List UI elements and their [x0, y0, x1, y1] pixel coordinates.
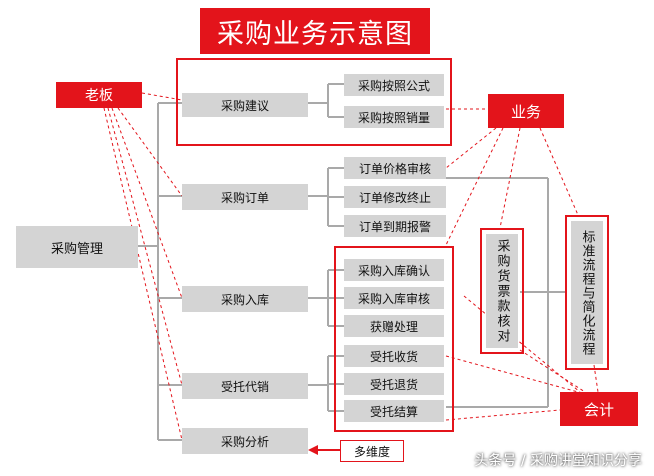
category-consign[interactable]: 受托代销	[182, 373, 308, 399]
item-inbound-gift[interactable]: 获赠处理	[344, 315, 444, 337]
item-order-price-review[interactable]: 订单价格审核	[344, 157, 446, 179]
standard-box[interactable]: 标准流程与简化流程	[571, 221, 603, 364]
root-node[interactable]: 采购管理	[16, 226, 138, 268]
multidim-box[interactable]: 多维度	[340, 440, 404, 462]
item-consign-settle[interactable]: 受托结算	[344, 400, 444, 422]
item-consign-return[interactable]: 受托退货	[344, 373, 444, 395]
reconcile-label: 采购货票款核对	[494, 238, 510, 344]
category-order[interactable]: 采购订单	[182, 184, 308, 210]
reconcile-outline	[480, 228, 524, 354]
item-order-modify-stop[interactable]: 订单修改终止	[344, 186, 446, 208]
role-boss[interactable]: 老板	[56, 82, 142, 108]
standard-label: 标准流程与简化流程	[579, 229, 595, 356]
diagram-title: 采购业务示意图	[200, 8, 430, 54]
watermark: 头条号 / 采购讲堂知识分享	[474, 453, 642, 469]
role-accounting[interactable]: 会计	[560, 392, 638, 426]
item-order-expiry-alarm[interactable]: 订单到期报警	[344, 215, 446, 237]
category-inbound[interactable]: 采购入库	[182, 286, 308, 312]
item-suggest-formula[interactable]: 采购按照公式	[344, 74, 444, 96]
item-suggest-sales[interactable]: 采购按照销量	[344, 106, 444, 128]
reconcile-box[interactable]: 采购货票款核对	[486, 234, 518, 348]
role-business[interactable]: 业务	[488, 94, 564, 128]
item-inbound-review[interactable]: 采购入库审核	[344, 287, 444, 309]
category-analysis[interactable]: 采购分析	[182, 428, 308, 454]
item-inbound-confirm[interactable]: 采购入库确认	[344, 259, 444, 281]
category-suggest[interactable]: 采购建议	[182, 93, 308, 117]
inbound-consign-group-outline	[334, 246, 454, 432]
item-consign-receive[interactable]: 受托收货	[344, 345, 444, 367]
standard-outline	[565, 215, 609, 370]
suggest-group-outline	[176, 58, 452, 146]
